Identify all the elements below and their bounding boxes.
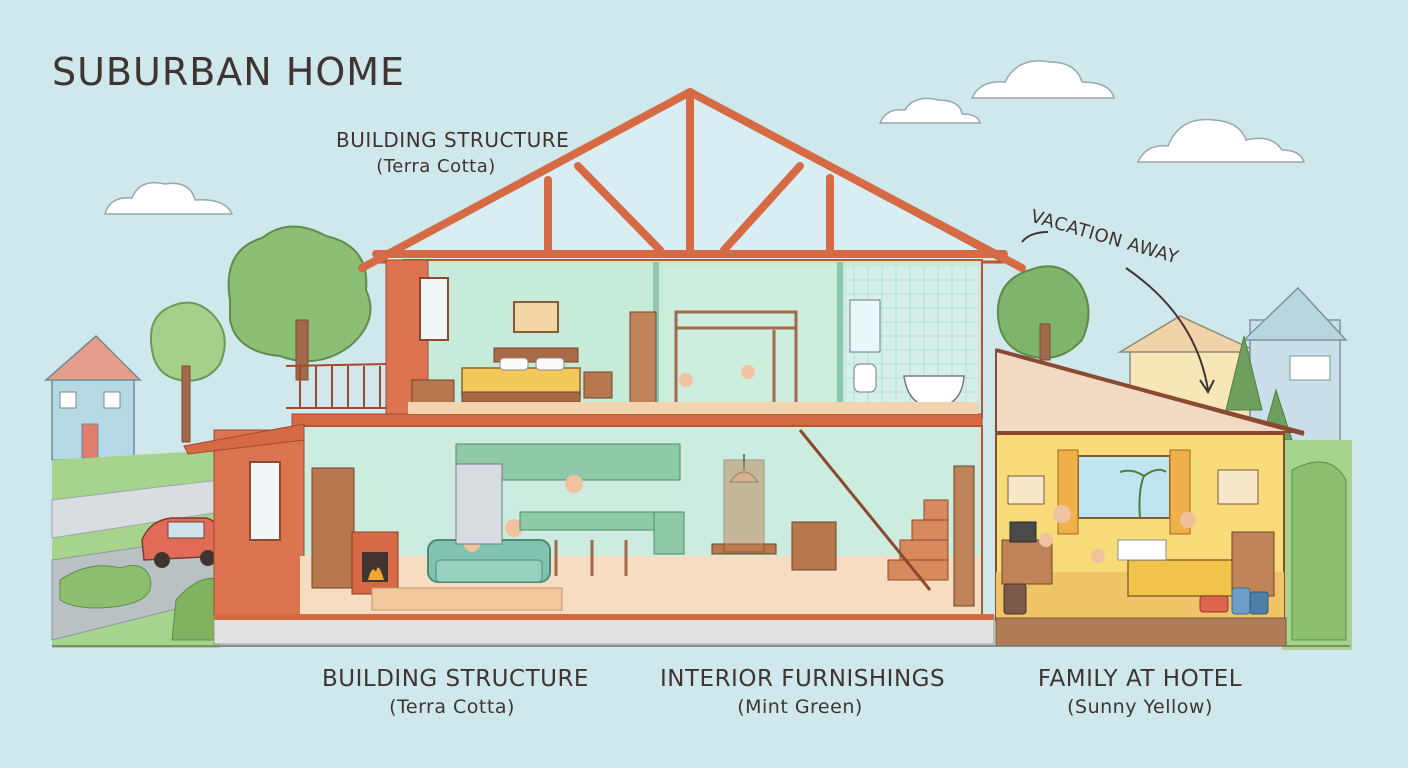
child-figure xyxy=(1091,549,1105,563)
floor-slab-upper xyxy=(291,413,983,427)
child-figure xyxy=(741,365,755,379)
parent-figure xyxy=(565,475,583,493)
label-main: FAMILY AT HOTEL xyxy=(1037,666,1243,692)
bed-icon xyxy=(461,347,581,403)
sofa-icon xyxy=(427,539,551,583)
arrow-icon xyxy=(1021,231,1215,394)
label-main: BUILDING STRUCTURE xyxy=(336,128,570,152)
hotel-window xyxy=(1077,455,1171,519)
label-family-at-hotel: FAMILY AT HOTEL (Sunny Yellow) xyxy=(1020,666,1260,718)
parent-figure xyxy=(1053,505,1071,523)
yard-ground xyxy=(51,440,1352,650)
label-main: BUILDING STRUCTURE xyxy=(322,666,589,692)
fireplace-icon xyxy=(351,531,399,595)
label-sub: (Sunny Yellow) xyxy=(1067,696,1213,718)
label-interior-furnishings: INTERIOR FURNISHINGS (Mint Green) xyxy=(660,666,946,718)
child-figure xyxy=(679,373,693,387)
suitcase-icon xyxy=(1003,583,1269,615)
label-sub: (Terra Cotta) xyxy=(389,696,515,718)
staircase-icon xyxy=(798,429,949,591)
child-figure xyxy=(1039,533,1053,547)
bookshelf xyxy=(311,467,355,589)
cloud-icon xyxy=(104,60,1306,215)
label-sub: (Mint Green) xyxy=(737,696,863,718)
palm-tree-icon xyxy=(1119,468,1167,519)
kids-room xyxy=(664,266,836,412)
roof-trusses xyxy=(358,88,1026,272)
foundation xyxy=(213,615,995,645)
tree-icon xyxy=(150,225,1293,443)
parent-figure xyxy=(1180,512,1196,528)
bunk-bed xyxy=(674,310,798,404)
parent-figure xyxy=(505,519,523,537)
neighbor-house-left xyxy=(44,334,142,461)
balcony xyxy=(285,363,387,409)
label-building-structure-bottom: BUILDING STRUCTURE (Terra Cotta) xyxy=(322,666,589,718)
bathtub-icon xyxy=(849,299,965,409)
label-sub: (Terra Cotta) xyxy=(376,156,496,177)
label-main: INTERIOR FURNISHINGS xyxy=(660,666,946,692)
page-title: SUBURBAN HOME xyxy=(52,50,406,94)
label-building-structure-top: BUILDING STRUCTURE (Terra Cotta) xyxy=(336,128,570,177)
